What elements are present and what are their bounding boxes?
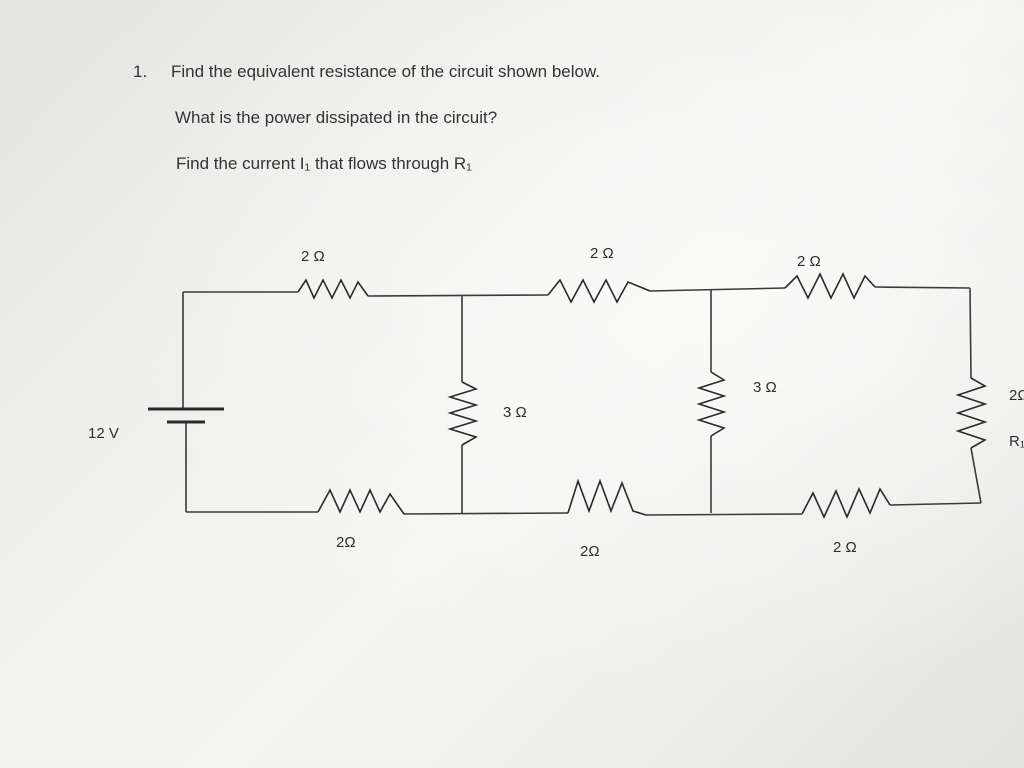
wire-far-right-bottom [970,447,982,504]
question-line-1: Find the equivalent resistance of the ci… [171,62,601,81]
label-vertical-left-resistor: 3 Ω [503,404,527,421]
resistor-bottom-right [801,487,891,520]
resistor-vertical-left [447,381,479,446]
wire-bottom-right [889,502,982,506]
resistor-bottom-left [317,488,405,515]
label-vertical-right-resistor: 3 Ω [753,379,777,396]
question-number: 1. [133,62,148,81]
label-top-left-resistor: 2 Ω [301,248,325,265]
resistor-bottom-middle [567,478,647,516]
resistor-far-right-r1 [955,377,988,449]
label-battery: 12 V [88,425,119,442]
resistor-vertical-right [696,371,727,437]
resistor-top-left [297,278,369,300]
question-line-3: Find the current I₁ that flows through R… [176,154,472,173]
label-top-middle-resistor: 2 Ω [590,245,614,262]
resistor-top-middle [547,278,651,304]
question-line-2: What is the power dissipated in the circ… [175,108,498,127]
wire-far-right-top [969,287,972,379]
resistor-top-right [784,272,876,300]
wire-top-between-2 [649,287,786,292]
label-r1: R₁ [1009,433,1024,450]
wire-bottom-between-2 [645,513,803,516]
label-far-right-resistor: 2Ω [1009,387,1024,404]
wire-bottom-between-1 [403,512,569,515]
label-bottom-right-resistor: 2 Ω [833,539,857,556]
label-top-right-resistor: 2 Ω [797,253,821,270]
label-bottom-middle-resistor: 2Ω [580,543,600,560]
wire-top-right [874,286,971,289]
wire-top-between-1 [367,294,549,297]
label-bottom-left-resistor: 2Ω [336,534,356,551]
